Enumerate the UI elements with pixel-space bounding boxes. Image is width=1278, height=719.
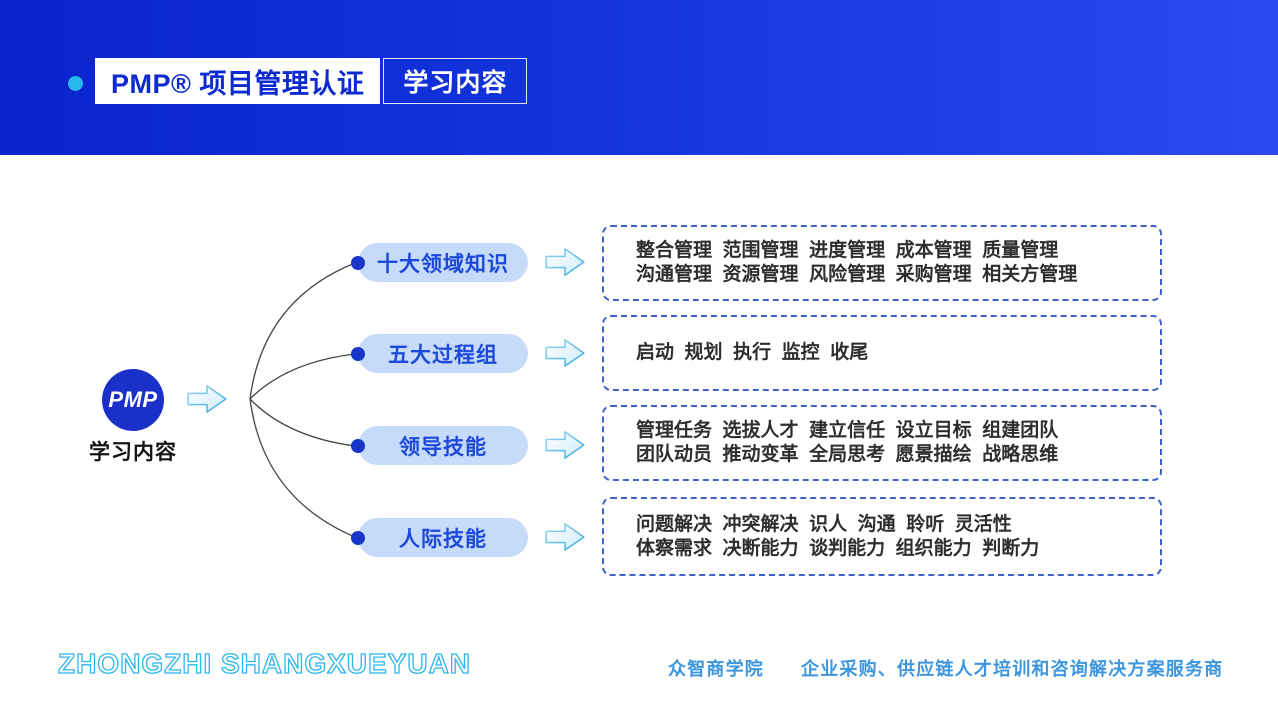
content-line: 团队动员 推动变革 全局思考 愿景描绘 战略思维 (636, 444, 1059, 465)
right-arrow-icon (545, 339, 585, 367)
node-label: 五大过程组 (388, 343, 498, 367)
node-dot-icon (351, 439, 365, 453)
node-pill-leadership-skills: 领导技能 (351, 426, 528, 465)
right-arrow-icon (545, 431, 585, 459)
node-dot-icon (351, 256, 365, 270)
footer-right: 众智商学院 企业采购、供应链人才培训和咨询解决方案服务商 (668, 655, 1223, 681)
pmp-logo: PMP (102, 369, 164, 431)
content-line: 启动 规划 执行 监控 收尾 (636, 342, 869, 363)
content-box-leadership-skills: 管理任务 选拔人才 建立信任 设立目标 组建团队 团队动员 推动变革 全局思考 … (602, 405, 1162, 481)
title-row: PMP® 项目管理认证 学习内容 (95, 58, 528, 104)
content-box-interpersonal-skills: 问题解决 冲突解决 识人 沟通 聆听 灵活性 体察需求 决断能力 谈判能力 组织… (602, 497, 1162, 576)
root-label: 学习内容 (89, 441, 177, 464)
node-label: 人际技能 (399, 527, 487, 551)
content-line: 体察需求 决断能力 谈判能力 组织能力 判断力 (636, 537, 1040, 559)
node-label: 十大领域知识 (377, 252, 509, 276)
bullet-dot-icon (68, 76, 83, 91)
node-dot-icon (351, 531, 365, 545)
footer-tagline: 企业采购、供应链人才培训和咨询解决方案服务商 (801, 659, 1224, 679)
footer-brand: 众智商学院 (668, 659, 764, 679)
page-subtitle: 学习内容 (383, 58, 528, 104)
right-arrow-icon (545, 523, 585, 551)
header-band: PMP® 项目管理认证 学习内容 (0, 0, 1278, 155)
content-line: 整合管理 范围管理 进度管理 成本管理 质量管理 (636, 240, 1059, 261)
node-pill-knowledge-areas: 十大领域知识 (351, 243, 528, 282)
content-box-process-groups: 启动 规划 执行 监控 收尾 (602, 315, 1162, 391)
node-label: 领导技能 (399, 435, 487, 459)
right-arrow-icon (187, 385, 227, 413)
right-arrow-icon (545, 248, 585, 276)
node-pill-process-groups: 五大过程组 (351, 334, 528, 373)
content-line: 管理任务 选拔人才 建立信任 设立目标 组建团队 (636, 420, 1059, 441)
page-title: PMP® 项目管理认证 (95, 58, 381, 104)
content-line: 沟通管理 资源管理 风险管理 采购管理 相关方管理 (636, 264, 1078, 285)
footer-logo-text: ZHONGZHI SHANGXUEYUAN (57, 647, 472, 679)
node-dot-icon (351, 347, 365, 361)
node-pill-interpersonal-skills: 人际技能 (351, 518, 528, 557)
content-box-knowledge-areas: 整合管理 范围管理 进度管理 成本管理 质量管理 沟通管理 资源管理 风险管理 … (602, 225, 1162, 301)
pmp-logo-text: PMP (108, 387, 158, 412)
content-line: 问题解决 冲突解决 识人 沟通 聆听 灵活性 (636, 513, 1012, 535)
